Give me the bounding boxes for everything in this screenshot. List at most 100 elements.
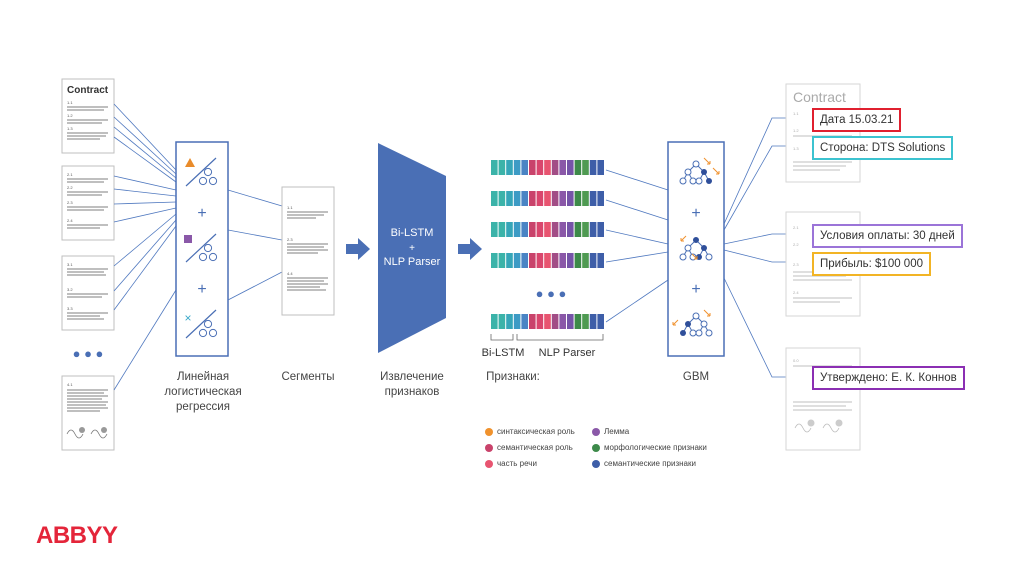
plus-icon: + [197, 281, 206, 298]
callout-party: Сторона: DTS Solutions [812, 136, 954, 160]
feature-cell [521, 191, 528, 206]
legend-dot [592, 459, 600, 468]
feature-cell [544, 253, 551, 268]
feature-cell [597, 160, 604, 175]
feature-extractor-block: Bi-LSTM + NLP Parser [378, 143, 446, 353]
svg-text:1.1: 1.1 [793, 111, 799, 116]
feature-cell [491, 222, 498, 237]
legend-dot [592, 427, 600, 436]
feature-cell [529, 222, 536, 237]
svg-text:2.3: 2.3 [67, 200, 73, 205]
feature-cell [506, 314, 513, 329]
callout-payment-terms: Условия оплаты: 30 дней [812, 224, 963, 248]
feature-cell [521, 160, 528, 175]
svg-text:3.2: 3.2 [67, 287, 73, 292]
feature-cell [529, 314, 536, 329]
callout-profit: Прибыль: $100 000 [812, 252, 931, 276]
legend-item: часть речи [485, 459, 537, 468]
feature-cell [567, 253, 574, 268]
feature-cell [544, 222, 551, 237]
feature-cell [498, 160, 506, 175]
legend-dot [485, 427, 493, 436]
svg-text:2.3: 2.3 [287, 237, 293, 242]
feature-vector-row [491, 222, 604, 237]
feature-cell [597, 314, 604, 329]
svg-text:2.2: 2.2 [67, 185, 73, 190]
feature-cell [551, 160, 559, 175]
tree-icon [679, 157, 720, 185]
feature-cell [582, 222, 589, 237]
feature-cell [506, 160, 513, 175]
triangle-icon [185, 158, 195, 167]
feature-cell [513, 160, 521, 175]
feature-cell [521, 314, 528, 329]
svg-text:2.4: 2.4 [67, 218, 73, 223]
plus-icon: + [691, 281, 700, 298]
feature-extraction-label: Извлечение признаков [380, 371, 444, 398]
svg-text:2.4: 2.4 [793, 290, 799, 295]
input-document-2: 2.1 2.2 2.3 2.4 [61, 165, 115, 241]
feature-cell [582, 253, 589, 268]
feature-vector-row [491, 191, 604, 206]
tree-icon [679, 235, 713, 261]
feature-cell [574, 314, 582, 329]
svg-text:3.3: 3.3 [67, 306, 73, 311]
svg-text:NLP Parser: NLP Parser [384, 256, 441, 268]
feature-cell [498, 222, 506, 237]
feature-cell [544, 160, 551, 175]
segments-label: Сегменты [281, 371, 335, 383]
feature-cell [551, 191, 559, 206]
feature-cell [498, 253, 506, 268]
feature-cell [529, 191, 536, 206]
svg-text:0.0: 0.0 [793, 358, 799, 363]
feature-cell [551, 314, 559, 329]
connectors-features-to-gbm [605, 169, 669, 323]
feature-cell [536, 191, 544, 206]
svg-text:1.2: 1.2 [793, 128, 799, 133]
feature-cell [544, 191, 551, 206]
feature-cell [574, 160, 582, 175]
feature-cell [521, 222, 528, 237]
feature-cell [559, 191, 566, 206]
feature-cell [506, 191, 513, 206]
svg-text:1.2: 1.2 [67, 113, 73, 118]
gbm-label: GBM [682, 371, 710, 383]
plus-icon: + [691, 205, 700, 222]
feature-cell [582, 160, 589, 175]
svg-text:1.1: 1.1 [287, 205, 293, 210]
svg-text:2.3: 2.3 [793, 262, 799, 267]
svg-text:+: + [409, 243, 415, 254]
documents-ellipsis: ● ● ● [73, 346, 104, 361]
feature-vector-row [491, 253, 604, 268]
output-document-3: 0.0 [785, 347, 861, 451]
callout-date: Дата 15.03.21 [812, 108, 902, 132]
feature-cell [559, 160, 566, 175]
features-label: Признаки: [486, 371, 540, 383]
feature-cell [506, 253, 513, 268]
feature-cell [513, 191, 521, 206]
feature-cell [536, 253, 544, 268]
feature-cell [567, 191, 574, 206]
svg-text:1.3: 1.3 [793, 146, 799, 151]
svg-text:Bi-LSTM: Bi-LSTM [391, 227, 434, 239]
segments-document: 1.1 2.3 4.4 [281, 186, 335, 316]
input-document-3: 3.1 3.2 3.3 [61, 255, 115, 331]
nlp-group-label: NLP Parser [539, 347, 596, 359]
feature-cell [559, 222, 566, 237]
logistic-regression-label: Линейная логистическая регрессия [164, 371, 242, 413]
cross-icon: × [184, 311, 191, 325]
feature-cell [536, 314, 544, 329]
feature-cell [521, 253, 528, 268]
feature-vectors [491, 160, 604, 329]
feature-cell [597, 253, 604, 268]
feature-cell [582, 314, 589, 329]
abbyy-logo: ABBYY [36, 522, 118, 549]
feature-cell [597, 191, 604, 206]
feature-cell [513, 253, 521, 268]
tree-icon [672, 309, 713, 337]
input-document-1: Contract 1.1 1.2 1.3 [61, 78, 115, 154]
legend-dot [485, 459, 493, 468]
feature-cell [567, 314, 574, 329]
svg-text:2.1: 2.1 [67, 172, 73, 177]
